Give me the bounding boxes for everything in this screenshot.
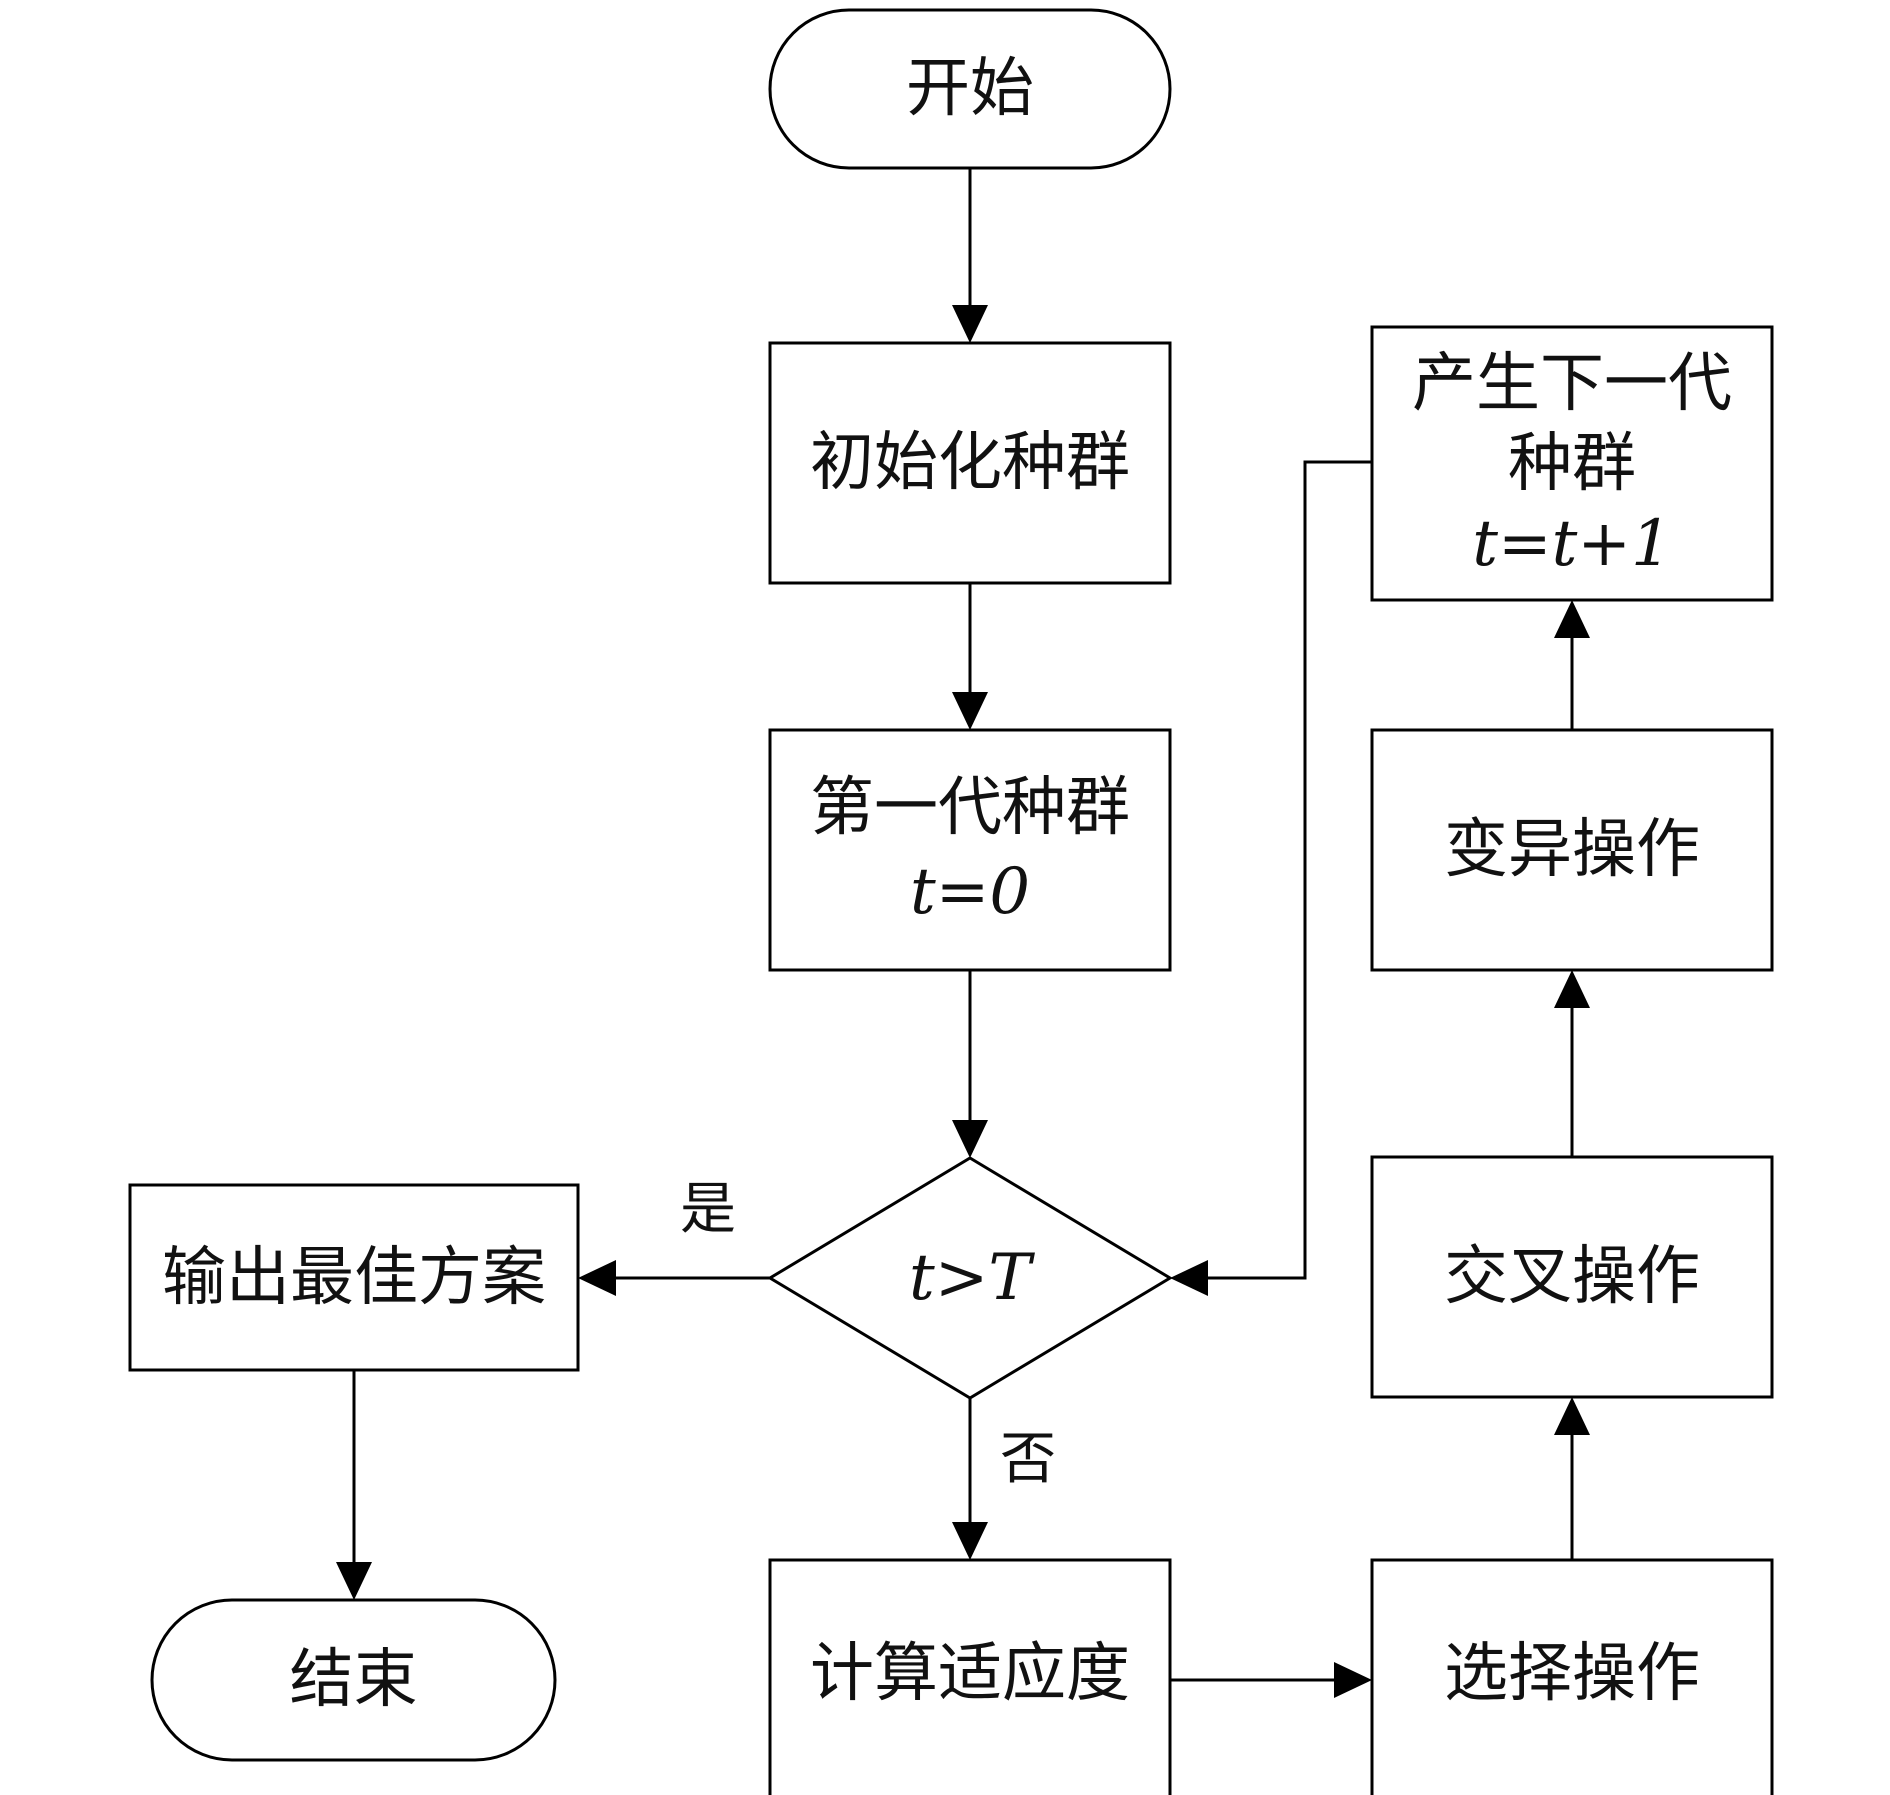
arrowhead-selection (1334, 1662, 1372, 1698)
output-label: 输出最佳方案 (162, 1240, 546, 1315)
next-gen-label-line2: 种群 (1508, 426, 1636, 501)
no-edge-label: 否 (1000, 1427, 1056, 1492)
init-node: 初始化种群 (770, 343, 1170, 583)
crossover-label: 交叉操作 (1444, 1240, 1700, 1314)
arrowhead-fitness (952, 1522, 988, 1560)
output-node: 输出最佳方案 (130, 1185, 578, 1370)
arrowhead-firstgen (952, 692, 988, 730)
start-node: 开始 (770, 10, 1170, 168)
arrowhead-init (952, 305, 988, 343)
start-label: 开始 (906, 52, 1034, 126)
first-gen-label: 第一代种群 (810, 771, 1130, 845)
mutation-node: 变异操作 (1372, 730, 1772, 970)
selection-node: 选择操作 (1372, 1560, 1772, 1788)
yes-edge-label: 是 (680, 1177, 736, 1242)
arrowhead-loop (1170, 1260, 1208, 1296)
arrowhead-nextgen (1554, 600, 1590, 638)
init-label: 初始化种群 (810, 426, 1130, 500)
arrowhead-mutation (1554, 970, 1590, 1008)
next-gen-formula: t=t+1 (1472, 506, 1672, 581)
edge-nextgen-decision (1190, 460, 1372, 1280)
first-gen-formula: t=0 (909, 855, 1031, 929)
arrowhead-output (578, 1260, 616, 1296)
end-terminal-shape (150, 1598, 557, 1762)
next-gen-node: 产生下一代 种群 t=t+1 (1372, 327, 1772, 600)
selection-label: 选择操作 (1444, 1637, 1700, 1711)
end-node: 结束 (152, 1600, 555, 1760)
fitness-label: 计算适应度 (810, 1637, 1130, 1711)
crossover-node: 交叉操作 (1372, 1157, 1772, 1397)
arrowhead-crossover (1554, 1397, 1590, 1435)
mutation-label: 变异操作 (1444, 813, 1700, 887)
fitness-node: 计算适应度 (770, 1560, 1170, 1788)
next-gen-label-line1: 产生下一代 (1412, 346, 1732, 421)
arrowhead-end (336, 1562, 372, 1600)
first-gen-node: 第一代种群 t=0 (770, 730, 1170, 970)
end-label: 结束 (289, 1643, 418, 1717)
decision-node: t>T (870, 1218, 1070, 1338)
decision-formula: t>T (908, 1241, 1032, 1315)
arrowhead-decision (952, 1120, 988, 1158)
